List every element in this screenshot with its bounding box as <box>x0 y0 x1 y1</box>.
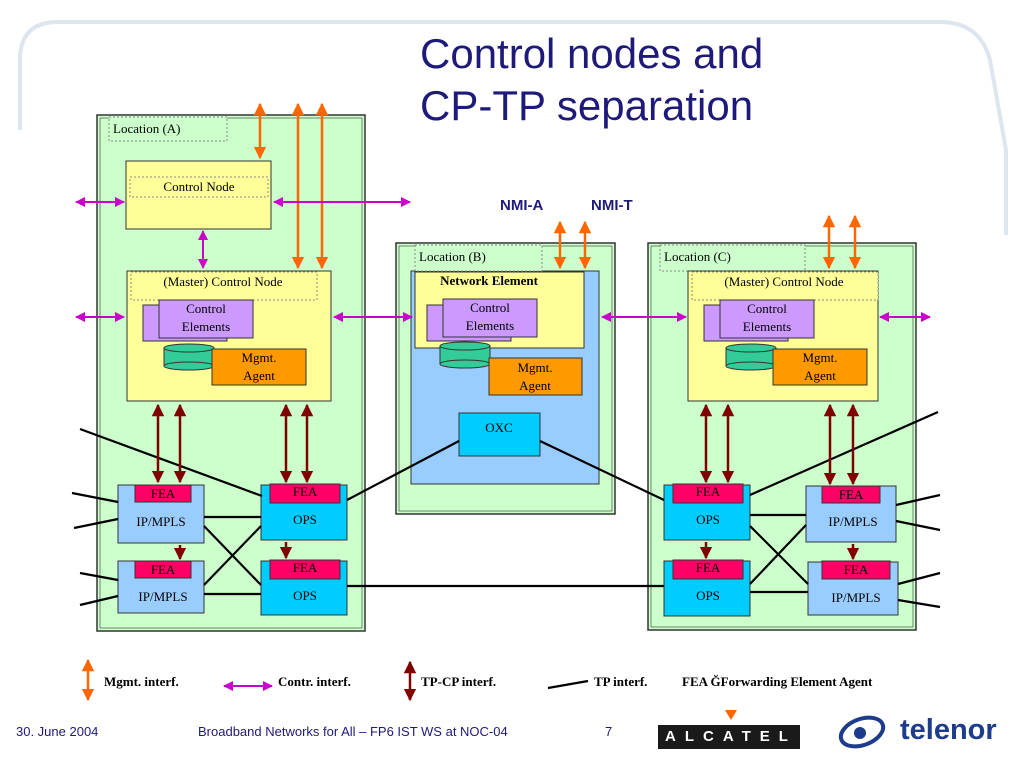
svg-text:Elements: Elements <box>743 319 791 334</box>
mgmt-interface-arrows <box>81 102 862 702</box>
slide-title-line1: Control nodes and <box>420 30 764 77</box>
nmi-a-label: NMI-A <box>500 197 544 214</box>
svg-text:FEA: FEA <box>696 560 721 575</box>
database-icon <box>163 343 215 371</box>
database-icon <box>725 343 777 371</box>
telenor-swirl-icon <box>838 715 886 749</box>
svg-text:IP/MPLS: IP/MPLS <box>136 514 185 529</box>
mgmt-agent-b <box>488 357 583 396</box>
legend-tp-line <box>547 679 589 690</box>
svg-text:Agent: Agent <box>519 378 551 393</box>
svg-text:Elements: Elements <box>466 318 514 333</box>
fea-ops-c2 <box>672 559 744 580</box>
svg-text:OPS: OPS <box>293 588 317 603</box>
svg-text:IP/MPLS: IP/MPLS <box>831 590 880 605</box>
footer-event: Broadband Networks for All – FP6 IST WS … <box>198 724 508 739</box>
control-node-label: Control Node <box>163 179 234 194</box>
fea-ops-a1 <box>269 483 341 504</box>
tpcp-interface-arrows <box>151 403 860 702</box>
control-elements-a <box>158 299 254 339</box>
alcatel-triangle-icon <box>725 710 737 720</box>
fea-c1 <box>821 485 881 504</box>
footer-page-number: 7 <box>605 724 613 739</box>
oxc-box <box>458 412 541 457</box>
location-a-label: Location (A) <box>113 121 181 136</box>
fea-a1 <box>134 484 192 503</box>
svg-text:IP/MPLS: IP/MPLS <box>138 589 187 604</box>
svg-text:FEA: FEA <box>696 484 721 499</box>
fea-ops-c1 <box>672 483 744 504</box>
legend-mgmt-label: Mgmt. interf. <box>104 674 179 689</box>
location-c-label: Location (C) <box>664 249 731 264</box>
master-control-node-a-label: (Master) Control Node <box>163 274 282 289</box>
svg-text:Control: Control <box>470 300 510 315</box>
location-b-label: Location (B) <box>419 249 486 264</box>
contr-interface-arrows <box>75 197 931 691</box>
svg-text:Control: Control <box>186 301 226 316</box>
svg-text:FEA: FEA <box>151 486 176 501</box>
nmi-t-label: NMI-T <box>591 197 633 214</box>
database-icon <box>439 341 491 369</box>
svg-text:Elements: Elements <box>182 319 230 334</box>
alcatel-logo: ALCATEL <box>658 725 800 749</box>
tp-interface-lines <box>71 410 941 609</box>
svg-text:FEA: FEA <box>293 560 318 575</box>
svg-text:FEA: FEA <box>844 562 869 577</box>
legend-contr-label: Contr. interf. <box>278 674 351 689</box>
svg-text:FEA: FEA <box>839 487 864 502</box>
svg-text:Mgmt.: Mgmt. <box>517 360 552 375</box>
slide-frame <box>18 20 1008 235</box>
fea-ops-a2 <box>269 559 341 580</box>
svg-text:OPS: OPS <box>293 512 317 527</box>
svg-text:Agent: Agent <box>243 368 275 383</box>
svg-text:OXC: OXC <box>485 420 512 435</box>
svg-text:OPS: OPS <box>696 588 720 603</box>
legend-fea-label: FEA ĞForwarding Element Agent <box>682 674 873 689</box>
location-c: Location (C) (Master) Control Node Contr… <box>647 242 917 631</box>
svg-text:Agent: Agent <box>804 368 836 383</box>
svg-text:Mgmt.: Mgmt. <box>241 350 276 365</box>
svg-text:Mgmt.: Mgmt. <box>802 350 837 365</box>
slide-title: Control nodes and CP-TP separation <box>420 28 840 132</box>
network-element-label: Network Element <box>440 273 539 288</box>
svg-text:OPS: OPS <box>696 512 720 527</box>
mgmt-agent-c <box>772 348 868 386</box>
control-elements-c <box>719 299 815 339</box>
svg-text:IP/MPLS: IP/MPLS <box>828 514 877 529</box>
svg-text:FEA: FEA <box>151 562 176 577</box>
legend-tpcp-label: TP-CP interf. <box>421 674 496 689</box>
fea-a2 <box>134 560 192 579</box>
slide-title-line2: CP-TP separation <box>420 82 754 129</box>
mgmt-agent-a <box>211 348 307 386</box>
legend-tp-label: TP interf. <box>594 674 647 689</box>
footer-date: 30. June 2004 <box>16 724 99 739</box>
master-control-node-c-label: (Master) Control Node <box>724 274 843 289</box>
location-b: Location (B) Network Element Control Ele… <box>395 242 616 515</box>
control-elements-b <box>442 298 538 338</box>
legend: Mgmt. interf. Contr. interf. TP-CP inter… <box>104 674 873 690</box>
telenor-logo: telenor <box>900 714 997 746</box>
svg-text:FEA: FEA <box>293 484 318 499</box>
svg-text:Control: Control <box>747 301 787 316</box>
fea-c2 <box>821 560 891 580</box>
